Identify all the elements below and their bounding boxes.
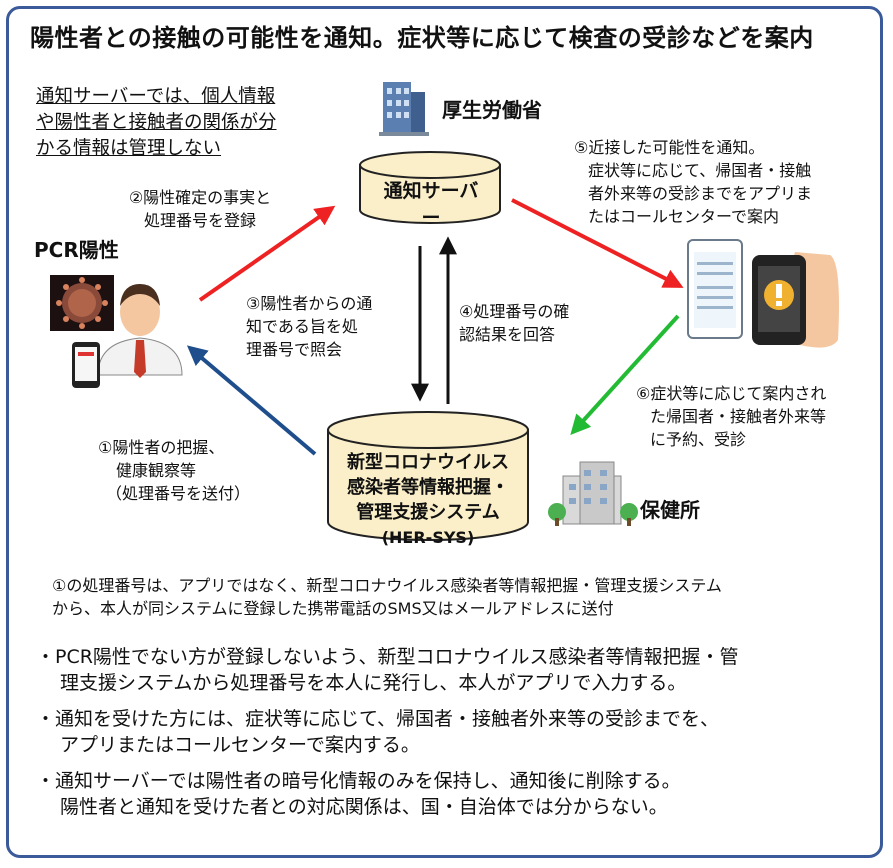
bullet-item: ・通知を受けた方には、症状等に応じて、帰国者・接触者外来等の受診までを、 アプリ…: [36, 706, 739, 758]
step-line: ③陽性者からの通: [246, 294, 373, 313]
step2-text: ②陽性確定の事実と 処理番号を登録: [100, 186, 300, 232]
bullet-line: ・通知を受けた方には、症状等に応じて、帰国者・接触者外来等の受診までを、: [36, 708, 720, 730]
hersys-label: 新型コロナウイルス 感染者等情報把握・ 管理支援システム (HER-SYS): [328, 450, 528, 550]
bullet-line: 理支援システムから処理番号を本人に発行し、本人がアプリで入力する。: [60, 672, 687, 694]
step-line: に予約、受診: [650, 430, 747, 449]
privacy-note: 通知サーバーでは、個人情報 や陽性者と接触者の関係が分 かる情報は管理しない: [36, 84, 336, 162]
step-line: 理番号で照会: [246, 340, 343, 359]
mhlw-label: 厚生労働省: [442, 98, 542, 122]
step-line: 者外来等の受診までをアプリま: [588, 184, 813, 203]
step6-text: ⑥症状等に応じて案内され た帰国者・接触者外来等 に予約、受診: [636, 382, 826, 451]
page-title: 陽性者との接触の可能性を通知。症状等に応じて検査の受診などを案内: [30, 24, 814, 52]
bullet-line: ・通知サーバーでは陽性者の暗号化情報のみを保持し、通知後に削除する。: [36, 770, 681, 792]
footnote: ①の処理番号は、アプリではなく、新型コロナウイルス感染者等情報把握・管理支援シス…: [52, 574, 722, 620]
step-line: ④処理番号の確: [459, 302, 570, 321]
step-line: 症状等に応じて、帰国者・接触: [588, 161, 812, 180]
health-center-label: 保健所: [640, 498, 700, 522]
hersys-line: (HER-SYS): [381, 528, 475, 547]
hersys-line: 感染者等情報把握・: [347, 477, 509, 498]
bullet-item: ・PCR陽性でない方が登録しないよう、新型コロナウイルス感染者等情報把握・管 理…: [36, 644, 739, 696]
privacy-line-1: 通知サーバーでは、個人情報: [36, 86, 276, 107]
step-line: 健康観察等: [116, 461, 197, 480]
arrow-step5: [511, 198, 684, 288]
bullet-item: ・通知サーバーでは陽性者の暗号化情報のみを保持し、通知後に削除する。 陽性者と通…: [36, 768, 739, 820]
step-line: ⑥症状等に応じて案内され: [636, 384, 827, 403]
step-line: 認結果を回答: [459, 325, 556, 344]
person-icon: [97, 284, 183, 378]
footnote-line: ①の処理番号は、アプリではなく、新型コロナウイルス感染者等情報把握・管理支援シス…: [52, 576, 722, 595]
step-line: ②陽性確定の事実と: [128, 188, 272, 207]
step3-text: ③陽性者からの通 知である旨を処 理番号で照会: [246, 292, 372, 361]
notification-phone-icon: [752, 252, 839, 348]
step5-text: ⑤近接した可能性を通知。 症状等に応じて、帰国者・接触 者外来等の受診までをアプ…: [574, 136, 812, 228]
step-line: ⑤近接した可能性を通知。: [574, 138, 765, 157]
smartphone-icon: [72, 342, 100, 388]
step-line: たはコールセンターで案内: [588, 207, 780, 226]
virus-image: [50, 275, 114, 331]
bullet-list: ・PCR陽性でない方が登録しないよう、新型コロナウイルス感染者等情報把握・管 理…: [36, 644, 739, 830]
hersys-cylinder: [327, 411, 529, 541]
step-line: （処理番号を送付）: [106, 484, 251, 503]
app-phone-icon: [687, 239, 743, 339]
notify-server-label: 通知サーバー: [383, 180, 479, 229]
arrow-step6: [570, 314, 680, 435]
notify-server-cylinder: [359, 151, 501, 224]
step-line: た帰国者・接触者外来等: [650, 407, 827, 426]
hersys-line: 新型コロナウイルス: [347, 452, 509, 473]
bullet-line: 陽性者と通知を受けた者との対応関係は、国・自治体では分からない。: [60, 796, 668, 818]
step-line: ①陽性者の把握、: [98, 438, 225, 457]
outer-frame: [6, 6, 883, 858]
hersys-line: 管理支援システム: [356, 502, 500, 523]
step-line: 知である旨を処: [246, 317, 358, 336]
step-line: 処理番号を登録: [143, 211, 256, 230]
pcr-positive-label: PCR陽性: [34, 238, 119, 262]
privacy-line-2: や陽性者と接触者の関係が分: [36, 112, 277, 133]
arrow-step2: [198, 205, 336, 302]
arrow-step1: [186, 345, 317, 456]
step1-text: ①陽性者の把握、 健康観察等 （処理番号を送付）: [98, 436, 250, 505]
government-building-icon: [379, 82, 429, 136]
privacy-line-3: かる情報は管理しない: [36, 138, 222, 159]
bullet-line: アプリまたはコールセンターで案内する。: [60, 734, 420, 756]
bullet-line: ・PCR陽性でない方が登録しないよう、新型コロナウイルス感染者等情報把握・管: [36, 646, 739, 668]
health-center-building-icon: [548, 461, 638, 526]
step4-text: ④処理番号の確 認結果を回答: [459, 300, 569, 346]
footnote-line: から、本人が同システムに登録した携帯電話のSMS又はメールアドレスに送付: [52, 599, 614, 618]
